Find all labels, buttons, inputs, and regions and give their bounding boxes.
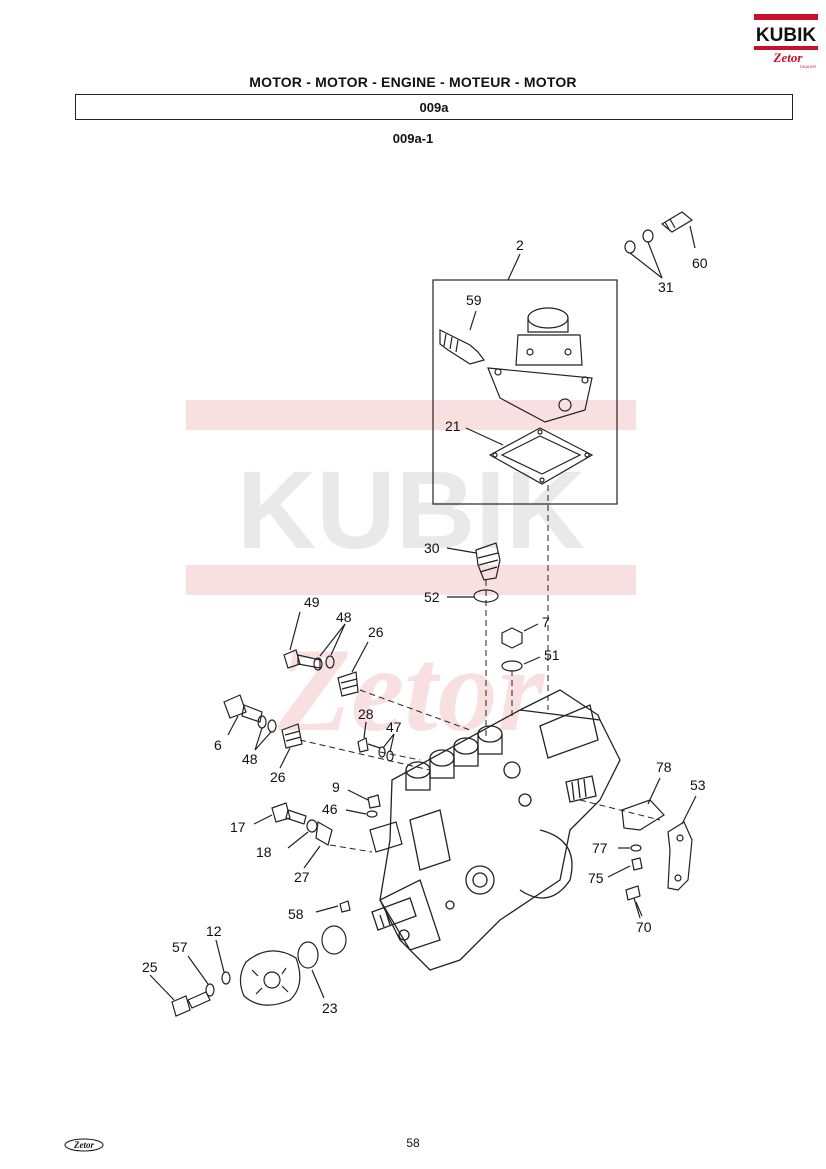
callout-6: 6 xyxy=(214,737,222,753)
callout-31: 31 xyxy=(658,279,674,295)
callout-78: 78 xyxy=(656,759,672,775)
part-26-cap xyxy=(337,641,369,697)
kubik-zetor-logo: KUBIK Zetor DEALER xyxy=(754,14,818,69)
callout-9: 9 xyxy=(332,779,340,795)
callout-57: 57 xyxy=(172,939,188,955)
part-48-oring xyxy=(325,655,335,669)
part-9-screw xyxy=(347,789,381,809)
section-code: 009a xyxy=(419,99,449,115)
callout-18: 18 xyxy=(256,844,272,860)
callout-27: 27 xyxy=(294,869,310,885)
callout-48: 48 xyxy=(336,609,352,625)
callout-30: 30 xyxy=(424,540,440,556)
part-48-oring xyxy=(313,657,323,671)
part-60-bolt xyxy=(660,211,696,249)
part-6-bolt xyxy=(223,694,263,736)
part-31-washers xyxy=(624,229,663,279)
callout-25: 25 xyxy=(142,959,158,975)
callout-26: 26 xyxy=(368,624,384,640)
zetor-footer-logo: Zetor xyxy=(64,1138,104,1152)
part-23-seal xyxy=(321,925,347,955)
page-number: 58 xyxy=(406,1136,420,1150)
callout-12: 12 xyxy=(206,923,222,939)
callout-53: 53 xyxy=(690,777,706,793)
assembly-frame xyxy=(432,279,618,505)
callout-21: 21 xyxy=(445,418,461,434)
callout-60: 60 xyxy=(692,255,708,271)
callout-70: 70 xyxy=(636,919,652,935)
logo-sub-text: Zetor xyxy=(773,50,804,65)
callout-2: 2 xyxy=(516,237,524,253)
part-58-key xyxy=(339,900,351,913)
callout-48: 48 xyxy=(242,751,258,767)
callout-28: 28 xyxy=(358,706,374,722)
pump-bracket xyxy=(369,821,403,853)
callout-46: 46 xyxy=(322,801,338,817)
part-25-bolt xyxy=(149,974,211,1017)
part-30-fitting xyxy=(446,542,501,581)
leader-line xyxy=(507,253,521,281)
logo-brand-text: KUBIK xyxy=(756,25,816,46)
governor-housing xyxy=(487,307,593,423)
callout-49: 49 xyxy=(304,594,320,610)
callout-59: 59 xyxy=(466,292,482,308)
part-7-plug xyxy=(501,623,539,649)
part-coupling-flange xyxy=(239,950,301,1006)
callout-75: 75 xyxy=(588,870,604,886)
callout-17: 17 xyxy=(230,819,246,835)
part-46-washer xyxy=(366,810,378,818)
callout-51: 51 xyxy=(544,647,560,663)
callout-23: 23 xyxy=(322,1000,338,1016)
section-code-box: 009a xyxy=(75,94,793,120)
part-51-seal xyxy=(501,660,523,672)
part-21-gasket xyxy=(465,427,594,485)
logo-dealer-text: DEALER xyxy=(800,64,816,69)
injection-pump-body xyxy=(371,689,621,971)
part-18-nut xyxy=(306,819,318,833)
part-57-washer xyxy=(205,983,215,997)
part-75-screw xyxy=(631,857,643,871)
part-23-seal xyxy=(297,941,319,969)
part-47-oring xyxy=(386,750,394,762)
part-47-oring xyxy=(378,746,386,758)
part-53-lever-arm xyxy=(667,795,697,891)
callout-47: 47 xyxy=(386,719,402,735)
part-77-washer xyxy=(630,844,642,852)
part-48-oring xyxy=(267,719,277,733)
callout-26: 26 xyxy=(270,769,286,785)
part-27-clip xyxy=(315,821,333,846)
part-17-bolt xyxy=(253,802,307,825)
part-59-fitting xyxy=(439,310,486,365)
footer-logo-text: Zetor xyxy=(73,1140,94,1150)
part-70-screw xyxy=(625,885,643,919)
part-28-screw xyxy=(357,721,381,753)
part-78-lever xyxy=(621,777,665,831)
callout-58: 58 xyxy=(288,906,304,922)
part-26-cap xyxy=(279,723,303,769)
callout-labels: 2 59 21 60 31 30 52 7 51 49 48 26 6 48 2… xyxy=(142,237,708,1016)
callout-77: 77 xyxy=(592,840,608,856)
callout-7: 7 xyxy=(542,614,550,630)
page-title: MOTOR - MOTOR - ENGINE - MOTEUR - MOTOR xyxy=(249,74,577,90)
callout-52: 52 xyxy=(424,589,440,605)
part-12-washer xyxy=(221,971,231,985)
subsection-code: 009a-1 xyxy=(392,131,434,146)
part-49-bolt xyxy=(283,611,321,669)
